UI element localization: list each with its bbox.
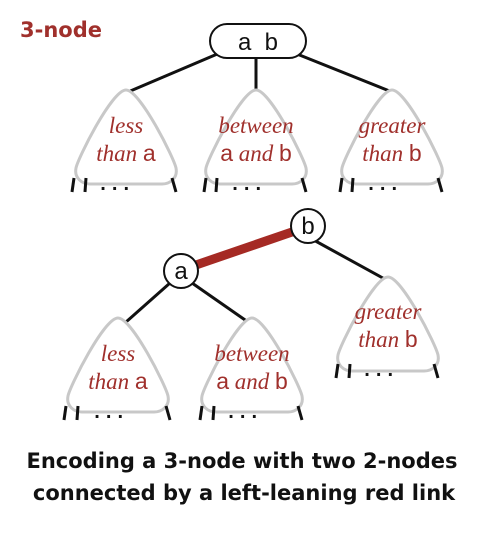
subtree-line1: greater bbox=[359, 113, 427, 138]
subtree-line2-text: than bbox=[96, 141, 143, 166]
subtree-between-a-and-b: between a and b bbox=[200, 316, 304, 414]
svg-text:than a: than a bbox=[96, 140, 156, 166]
node-b-label: b bbox=[301, 213, 314, 240]
subtree-key-b: b bbox=[279, 140, 292, 166]
svg-text:a and b: a and b bbox=[216, 368, 288, 394]
subtree-line2-key: b bbox=[405, 326, 418, 352]
children-dots: . . . bbox=[228, 403, 257, 422]
node-b bbox=[290, 208, 326, 244]
subtree-line2-key: a bbox=[143, 140, 156, 166]
three-node-keys: a b bbox=[238, 29, 278, 56]
edge-a-left bbox=[125, 281, 171, 324]
subtree-between-a-and-b: between a and b bbox=[204, 88, 308, 186]
subtree-line2-key: a bbox=[135, 368, 148, 394]
svg-text:than b: than b bbox=[358, 326, 417, 352]
red-link bbox=[194, 227, 294, 270]
subtree-line1: greater bbox=[355, 299, 423, 324]
edge-left bbox=[127, 50, 223, 94]
children-dots: . . . bbox=[100, 175, 129, 194]
children-dots: . . . bbox=[94, 403, 123, 422]
subtree-key-b: b bbox=[275, 368, 288, 394]
svg-text:less: less bbox=[109, 113, 144, 138]
svg-text:between: between bbox=[214, 341, 289, 366]
children-dots: . . . bbox=[364, 361, 393, 380]
subtree-less-than-a: less than a bbox=[74, 88, 178, 186]
caption-line2: connected by a left-leaning red link bbox=[33, 481, 456, 505]
svg-text:greater: greater bbox=[359, 113, 427, 138]
svg-text:than a: than a bbox=[88, 368, 148, 394]
subtree-greater-than-b: greater than b bbox=[336, 275, 440, 373]
bottom-tree-child-links: . . . . . . . . . bbox=[62, 361, 440, 422]
children-dots: . . . bbox=[232, 175, 261, 194]
subtree-line1: between bbox=[214, 341, 289, 366]
subtree-line2-key: b bbox=[409, 140, 422, 166]
caption-line1: Encoding a 3-node with two 2-nodes bbox=[26, 449, 457, 473]
top-tree-child-links: . . . . . . . . . bbox=[70, 175, 444, 194]
node-a-label: a bbox=[174, 258, 188, 285]
subtree-line2-text: and bbox=[233, 141, 279, 166]
subtree-greater-than-b: greater than b bbox=[340, 88, 444, 186]
subtree-line2-text: than bbox=[358, 327, 405, 352]
subtree-line1: less bbox=[109, 113, 144, 138]
children-dots: . . . bbox=[368, 175, 397, 194]
edge-right bbox=[291, 50, 393, 94]
svg-text:between: between bbox=[218, 113, 293, 138]
three-node bbox=[209, 23, 307, 59]
subtree-less-than-a: less than a bbox=[66, 316, 170, 414]
top-tree: less than a between a and b greater than… bbox=[70, 23, 444, 194]
subtree-line2-text: than bbox=[88, 369, 135, 394]
svg-text:greater: greater bbox=[355, 299, 423, 324]
subtree-line2-text: than bbox=[362, 141, 409, 166]
subtree-line1: less bbox=[101, 341, 136, 366]
subtree-key-a: a bbox=[220, 140, 233, 166]
svg-text:less: less bbox=[101, 341, 136, 366]
svg-text:a and b: a and b bbox=[220, 140, 292, 166]
edge-b-right bbox=[309, 236, 391, 284]
node-a bbox=[163, 253, 199, 289]
svg-text:than b: than b bbox=[362, 140, 421, 166]
edge-a-right bbox=[191, 281, 249, 324]
bottom-tree: greater than b less than a between a and… bbox=[62, 208, 440, 422]
diagram-title: 3-node bbox=[20, 18, 102, 42]
subtree-line1: between bbox=[218, 113, 293, 138]
subtree-key-a: a bbox=[216, 368, 229, 394]
subtree-line2-text: and bbox=[229, 369, 275, 394]
